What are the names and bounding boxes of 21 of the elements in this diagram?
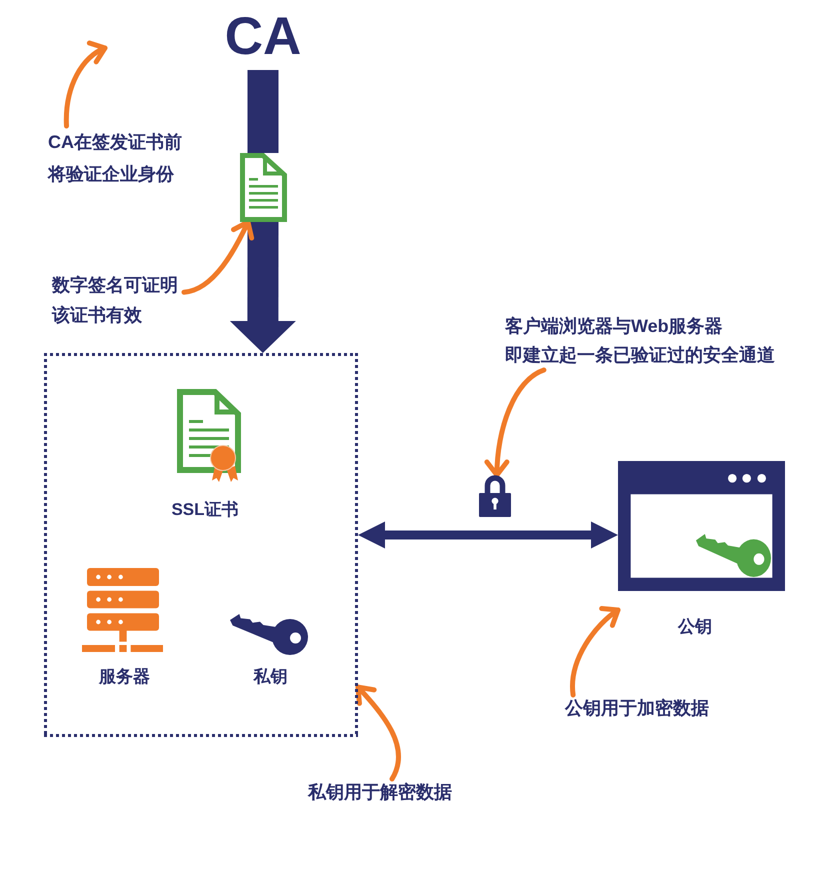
lock-icon <box>479 475 511 517</box>
callout-text: CA在签发证书前将验证企业身份 <box>48 126 190 190</box>
icon-caption: 公钥 <box>678 616 712 638</box>
curved-arrow <box>182 220 254 295</box>
heading: CA <box>222 4 304 70</box>
block-arrow <box>230 222 296 353</box>
callout-text: 客户端浏览器与Web服务器即建立起一条已验证过的安全通道 <box>505 312 785 370</box>
icon-caption: 服务器 <box>99 666 150 688</box>
curved-arrow <box>356 684 401 782</box>
callout-text: 数字签名可证明该证书有效 <box>52 270 184 330</box>
icon-caption: 私钥 <box>254 666 288 688</box>
curved-arrow <box>484 368 546 478</box>
icon-caption: SSL证书 <box>171 499 239 521</box>
dotted-frame <box>44 353 358 737</box>
callout-text: 公钥用于加密数据 <box>565 695 709 721</box>
thick-line <box>248 70 278 153</box>
document-icon <box>240 153 287 222</box>
curved-arrow <box>570 606 620 698</box>
double-arrow <box>358 522 618 548</box>
curved-arrow <box>64 42 108 128</box>
callout-text: 私钥用于解密数据 <box>308 779 452 805</box>
